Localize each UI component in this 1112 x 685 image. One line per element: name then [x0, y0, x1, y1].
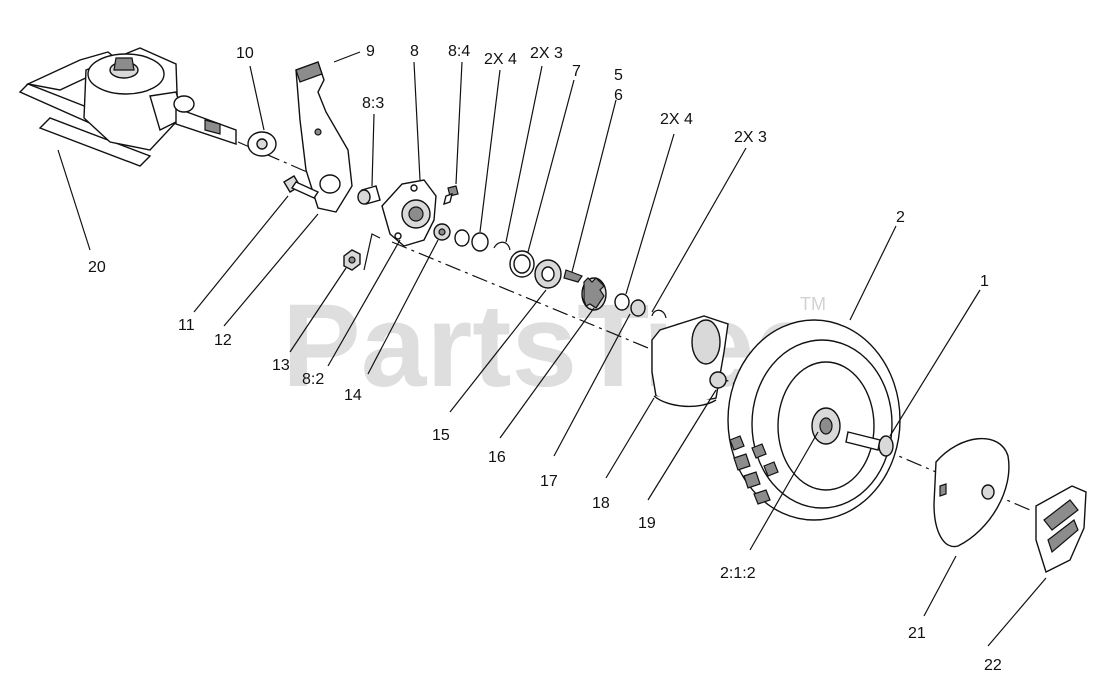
shaft-axis-line: [237, 141, 331, 183]
part-spacer-8-3: [357, 185, 381, 205]
callout-15: 15: [432, 427, 450, 444]
part-wheel-2: [727, 319, 901, 521]
part-washer-2x4-a: [454, 229, 470, 247]
callout-14: 14: [344, 387, 362, 404]
part-washer-10: [247, 131, 277, 157]
callout-20: 20: [88, 259, 106, 276]
part-gear-16: [581, 277, 607, 311]
callout-10: 10: [236, 45, 254, 62]
callout-2x4-b: 2X 4: [660, 111, 693, 128]
part-cover-18: [651, 315, 729, 408]
callout-2x3-b: 2X 3: [734, 129, 767, 146]
callout-2x4-a: 2X 4: [484, 51, 517, 68]
callout-9: 9: [366, 43, 375, 60]
callout-8-4: 8:4: [448, 43, 470, 60]
part-spacer-19: [709, 371, 727, 389]
callout-2-1-2: 2:1:2: [720, 565, 756, 582]
part-clip-2x3-b: [651, 309, 667, 319]
part-washer-a: [471, 232, 489, 252]
callout-21: 21: [908, 625, 926, 642]
part-ring-7: [509, 250, 535, 278]
callout-8-2: 8:2: [302, 371, 324, 388]
callout-2x3-a: 2X 3: [530, 45, 563, 62]
callout-19: 19: [638, 515, 656, 532]
callout-7: 7: [572, 63, 581, 80]
callout-17: 17: [540, 473, 558, 490]
callout-1: 1: [980, 273, 989, 290]
callout-12: 12: [214, 332, 232, 349]
part-nut-13: [343, 249, 361, 271]
watermark: PartsTree TM: [282, 280, 826, 412]
part-bolt-11: [283, 175, 320, 199]
callout-8: 8: [410, 43, 419, 60]
callout-5: 5: [614, 67, 623, 84]
part-bushing-17: [630, 299, 646, 317]
leader-lines: [57, 51, 1047, 647]
transmission-assembly: [18, 47, 237, 167]
part-bracket-9: [295, 61, 353, 213]
part-pawl-5: [563, 269, 583, 283]
part-bushing-14: [433, 223, 451, 241]
part-axle-1: [845, 431, 894, 457]
callout-8-3: 8:3: [362, 95, 384, 112]
part-hubcap-21: [933, 437, 1010, 548]
watermark-trademark: TM: [800, 294, 826, 314]
callout-16: 16: [488, 449, 506, 466]
part-clip-2x3-a: [493, 241, 511, 251]
part-bearing-15: [534, 259, 562, 289]
callout-22: 22: [984, 657, 1002, 674]
callout-13: 13: [272, 357, 290, 374]
callout-18: 18: [592, 495, 610, 512]
part-spring-8-2: [363, 233, 381, 271]
callout-11: 11: [178, 317, 195, 334]
watermark-brand: PartsTree: [282, 280, 820, 412]
callout-labels: 10 9 8 8:4 2X 4 2X 3 7 5 6 8:3 2X 4 2X 3…: [88, 43, 1002, 674]
part-housing-8: [381, 179, 437, 247]
part-washer-17: [614, 293, 630, 311]
callout-2: 2: [896, 209, 905, 226]
callout-6: 6: [614, 87, 623, 104]
part-cap-22: [1035, 485, 1087, 573]
part-screw-8-4: [443, 185, 459, 206]
